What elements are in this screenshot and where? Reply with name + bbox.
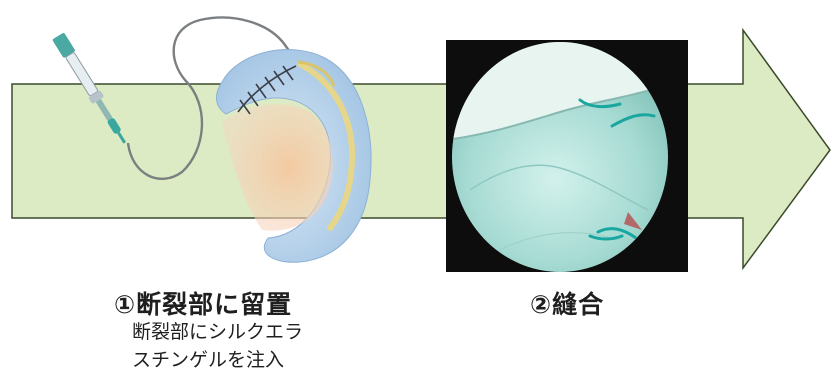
step1-description-line1: 断裂部にシルクエラ	[132, 318, 303, 346]
step2-title: ②縫合	[530, 285, 604, 321]
step1-title: ①断裂部に留置	[114, 285, 292, 321]
process-arrow	[12, 30, 830, 268]
step1-description-line2: スチンゲルを注入	[132, 346, 284, 374]
arthroscopy-photo	[446, 40, 688, 272]
meniscus-illustration	[216, 50, 371, 263]
